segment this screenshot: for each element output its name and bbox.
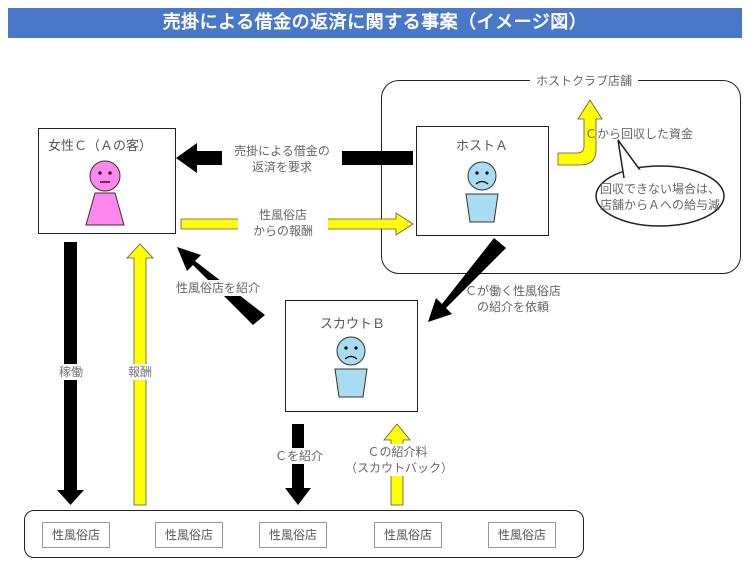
fuzoku-reward-line1: 性風俗店 — [258, 208, 307, 222]
introduce-fuzoku-label: 性風俗店を紹介 — [176, 280, 261, 296]
speech-bubble — [595, 139, 725, 227]
host-club-label: ホストクラブ店舗 — [530, 72, 639, 89]
repay-request-line1: 売掛による借金の — [234, 144, 330, 158]
scout-b-label: スカウトＢ — [320, 317, 386, 332]
collected-funds-label: Ｃから回収した資金 — [585, 127, 694, 141]
intro-fee-label: Ｃの紹介料 （スカウトバック） — [345, 444, 454, 476]
scout-figure — [334, 336, 368, 398]
introduce-c-label: Ｃを紹介 — [268, 448, 330, 464]
fuzoku-shop: 性風俗店 — [259, 522, 327, 548]
request-to-scout-arrow — [428, 238, 506, 322]
request-to-scout-line1: Ｃが働く性風俗店 — [464, 284, 561, 298]
speech-bubble-line1: 回収できない場合は、 — [599, 182, 720, 196]
page-title: 売掛による借金の返済に関する事案（イメージ図） — [8, 8, 742, 38]
intro-fee-line2: （スカウトバック） — [345, 461, 454, 475]
repay-request-label: 売掛による借金の 返済を要求 — [222, 143, 342, 175]
fuzoku-shop: 性風俗店 — [374, 522, 442, 548]
fuzoku-shop: 性風俗店 — [488, 522, 556, 548]
host-a-label: ホストＡ — [456, 139, 509, 154]
shops-group — [24, 510, 584, 558]
woman-figure — [85, 160, 125, 226]
collected-funds-arrow — [557, 99, 603, 166]
request-to-scout-label: Ｃが働く性風俗店 の紹介を依頼 — [458, 283, 568, 315]
work-label: 稼働 — [58, 364, 84, 380]
woman-c-label: 女性Ｃ（Ａの客） — [48, 139, 153, 154]
speech-bubble-line2: 店舗からＡへの給与減 — [599, 198, 720, 212]
fuzoku-reward-line2: からの報酬 — [252, 224, 313, 238]
fuzoku-shop: 性風俗店 — [155, 522, 223, 548]
speech-bubble-text: 回収できない場合は、 店舗からＡへの給与減 — [597, 181, 723, 213]
host-figure — [465, 161, 499, 223]
fuzoku-reward-label: 性風俗店 からの報酬 — [238, 207, 328, 239]
fuzoku-shop: 性風俗店 — [42, 522, 110, 548]
intro-fee-line1: Ｃの紹介料 — [367, 445, 428, 459]
introduce-c-arrow — [285, 424, 311, 505]
reward-label: 報酬 — [126, 364, 154, 380]
request-to-scout-line2: の紹介を依頼 — [476, 300, 549, 314]
repay-request-line2: 返済を要求 — [251, 160, 312, 174]
